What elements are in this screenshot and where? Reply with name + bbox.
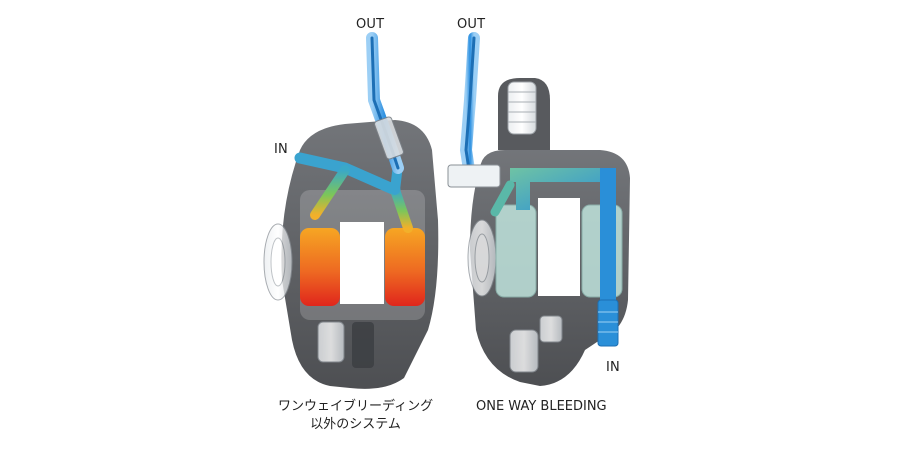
right-bleed-fitting xyxy=(447,164,501,188)
right-pad-left xyxy=(495,204,537,298)
left-caption: ワンウェイブリーディング 以外のシステム xyxy=(278,398,433,434)
right-piston-housing xyxy=(467,219,497,297)
left-rotor-slot xyxy=(340,222,384,304)
right-top-channel xyxy=(510,168,612,210)
right-caption: ONE WAY BLEEDING xyxy=(476,399,607,414)
right-out-label: OUT xyxy=(457,17,486,32)
right-in-fitting xyxy=(597,299,619,347)
right-banjo-bolt xyxy=(498,78,550,150)
left-bleed-nipple xyxy=(374,116,404,160)
left-caliper xyxy=(263,32,439,389)
left-mount-bolt xyxy=(317,321,374,368)
left-piston-housing xyxy=(263,223,293,301)
left-out-label: OUT xyxy=(356,17,385,32)
right-caliper xyxy=(447,32,630,386)
left-pad-left xyxy=(300,228,340,306)
left-caption-line1: ワンウェイブリーディング xyxy=(278,399,434,414)
right-mount-bolt xyxy=(509,315,563,373)
right-rotor-slot xyxy=(538,198,580,296)
left-caption-line2: 以外のシステム xyxy=(310,417,401,432)
left-in-label: IN xyxy=(274,142,288,157)
right-in-label: IN xyxy=(606,360,620,375)
left-pad-right xyxy=(385,228,425,306)
